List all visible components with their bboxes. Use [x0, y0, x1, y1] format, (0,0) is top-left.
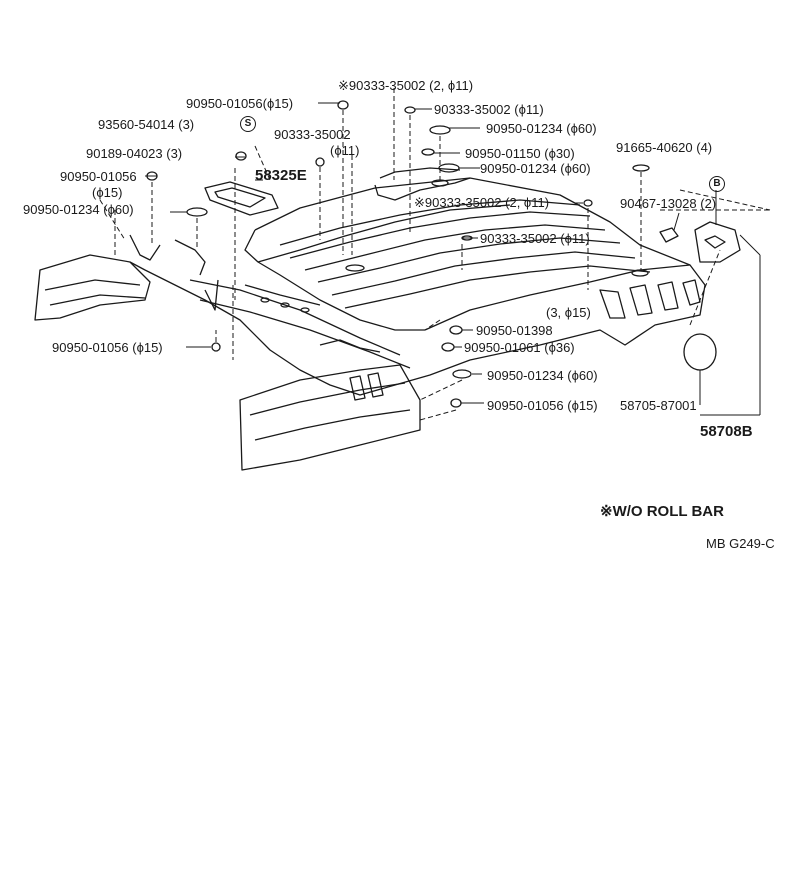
callout-4: 93560-54014 (3) [98, 117, 195, 132]
callout-1: ※90333-35002 (2, ϕ11) [338, 78, 474, 93]
callout-14: 90950-01234 (ϕ60) [480, 161, 591, 176]
callout-2: 90950-01056(ϕ15) [186, 96, 294, 111]
dashed-guides [99, 88, 771, 421]
callout-8: 90189-04023 (3) [86, 146, 183, 161]
b-mark-icon: B [709, 176, 725, 192]
callout-17: 91665-40620 (4) [616, 140, 713, 155]
callout-20: 90950-01398 [476, 323, 553, 338]
callout-7: (ϕ11) [330, 143, 360, 158]
callout-26: 58708B [700, 423, 753, 440]
callout-10: 90950-01056 [60, 169, 137, 184]
leader-lines [145, 102, 761, 416]
callout-15: ※90333-35002 (2, ϕ11) [414, 195, 550, 210]
floor-pan-body [34, 167, 706, 471]
callout-24: 90950-01056 (ϕ15) [487, 398, 598, 413]
ring-58705-87001 [683, 333, 717, 371]
s-mark-icon: S [240, 116, 256, 132]
callout-13: 90950-01234 (ϕ60) [23, 202, 134, 217]
callout-5: 90950-01234 (ϕ60) [486, 121, 597, 136]
figure-code: MB G249-C [706, 536, 775, 551]
callout-25: 58705-87001 [620, 398, 697, 413]
callout-23: 90950-01234 (ϕ60) [487, 368, 598, 383]
callout-21: 90950-01056 (ϕ15) [52, 340, 163, 355]
floor-holes [260, 179, 649, 313]
callout-16: 90333-35002 (ϕ11) [480, 231, 590, 246]
callout-3: 90333-35002 (ϕ11) [434, 102, 544, 117]
callout-22: 90950-01061 (ϕ36) [464, 340, 575, 355]
footnote-wo-roll-bar: ※W/O ROLL BAR [600, 503, 724, 520]
callout-18: 90467-13028 (2) [620, 196, 717, 211]
bracket-58708b [659, 221, 741, 263]
callout-9: 90950-01150 (ϕ30) [465, 146, 575, 161]
callout-6: 90333-35002 [274, 127, 351, 142]
callout-12: 58325E [255, 167, 307, 184]
access-cover-58325e [204, 181, 279, 216]
callout-19: (3, ϕ15) [546, 305, 591, 320]
callout-11: (ϕ15) [92, 185, 123, 200]
